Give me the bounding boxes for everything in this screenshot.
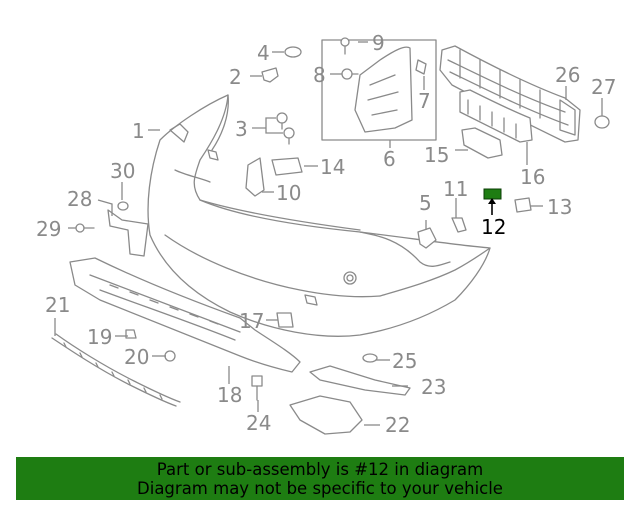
- reinforcement-beam: [439, 45, 581, 143]
- callout-25: 25: [392, 349, 417, 373]
- lower-valance: [69, 257, 301, 373]
- leader-arrow-12: [488, 198, 496, 204]
- callout-1: 1: [132, 119, 145, 143]
- callout-16: 16: [520, 165, 545, 189]
- callout-23: 23: [421, 375, 446, 399]
- callout-17: 17: [239, 309, 264, 333]
- bracket-15: [461, 127, 503, 159]
- small-fasteners: [75, 37, 610, 401]
- callout-11: 11: [443, 177, 468, 201]
- highlighted-part-12: [483, 188, 502, 200]
- callout-29: 29: [36, 217, 61, 241]
- energy-absorber: [459, 89, 533, 143]
- reflector-28: [107, 209, 149, 257]
- callout-19: 19: [87, 325, 112, 349]
- callout-28: 28: [67, 187, 92, 211]
- callout-7: 7: [418, 89, 431, 113]
- callout-18: 18: [217, 383, 242, 407]
- callout-27: 27: [591, 75, 616, 99]
- callout-21: 21: [45, 293, 70, 317]
- callout-12: 12: [481, 215, 506, 239]
- callout-30: 30: [110, 159, 135, 183]
- leader-lines: [54, 41, 603, 426]
- inner-bracket-box: [321, 39, 437, 141]
- bracket-14: [271, 157, 303, 176]
- callout-24: 24: [246, 411, 271, 435]
- bracket-10: [245, 157, 265, 197]
- callout-20: 20: [124, 345, 149, 369]
- callout-26: 26: [555, 63, 580, 87]
- callout-9: 9: [372, 31, 385, 55]
- bracket-23: [309, 365, 411, 396]
- callout-22: 22: [385, 413, 410, 437]
- callout-numbers: 1 2 3 4 5 6 7 8 9 10 11 12 13 14 15 16 1…: [36, 31, 616, 437]
- callout-2: 2: [229, 65, 242, 89]
- callout-14: 14: [320, 155, 345, 179]
- trim-strip: [51, 333, 181, 407]
- bumper-cover: [147, 94, 491, 337]
- callout-4: 4: [257, 41, 270, 65]
- callout-3: 3: [235, 117, 248, 141]
- callout-8: 8: [313, 63, 326, 87]
- callout-13: 13: [547, 195, 572, 219]
- callout-10: 10: [276, 181, 301, 205]
- callout-6: 6: [383, 147, 396, 171]
- highlight-banner: Part or sub-assembly is #12 in diagram D…: [16, 457, 624, 500]
- callout-5: 5: [419, 191, 432, 215]
- banner-line-1: Part or sub-assembly is #12 in diagram: [156, 459, 484, 479]
- callout-15: 15: [424, 143, 449, 167]
- bracket-22: [289, 395, 363, 435]
- banner-line-2: Diagram may not be specific to your vehi…: [137, 478, 503, 498]
